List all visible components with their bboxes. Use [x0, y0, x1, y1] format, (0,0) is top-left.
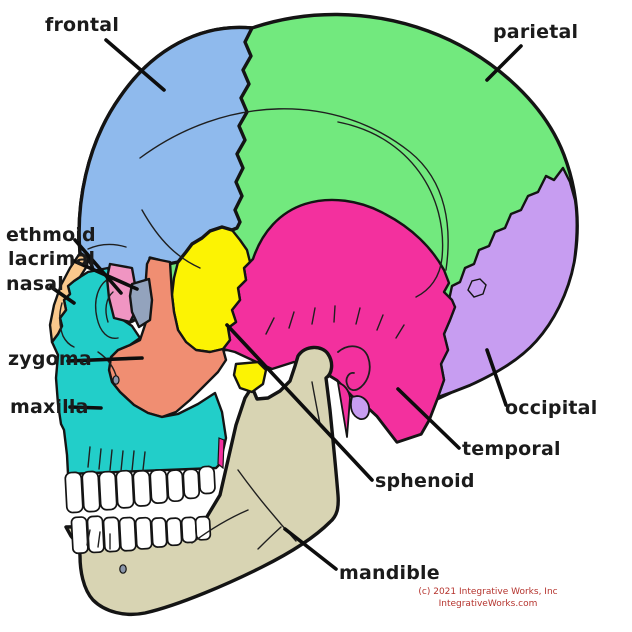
tooth	[102, 516, 121, 553]
leader-line-temporal	[396, 387, 461, 450]
superior-temporal-line	[139, 108, 449, 271]
tooth	[134, 516, 153, 550]
label-sphenoid: sphenoid	[375, 470, 475, 492]
leader-line-mandible	[283, 527, 338, 571]
temporal-sliver	[217, 437, 225, 470]
leader-line-frontal	[104, 38, 166, 92]
tooth	[81, 470, 101, 513]
label-occipital: occipital	[505, 397, 598, 419]
tooth	[64, 471, 84, 514]
tooth	[115, 469, 135, 509]
tooth	[198, 465, 216, 495]
infraorbital-foramen	[112, 375, 120, 385]
tooth	[149, 469, 169, 504]
tooth	[166, 469, 185, 503]
tooth	[194, 515, 212, 541]
copyright-line-1: (c) 2021 Integrative Works, Inc	[418, 587, 557, 597]
label-zygoma: zygoma	[8, 348, 92, 370]
orbit-outline	[94, 277, 119, 339]
tooth	[150, 517, 168, 548]
temporal-bone	[221, 198, 457, 444]
mental-foramen	[119, 564, 127, 574]
brow-curve	[87, 243, 127, 250]
leader-line-parietal	[485, 44, 523, 82]
label-maxilla: maxilla	[10, 396, 89, 418]
frontal-crest-line	[141, 209, 201, 269]
tooth	[132, 469, 152, 507]
occipital-tympanic-patch	[349, 395, 371, 420]
leader-line-zygoma	[66, 356, 144, 363]
label-ethmoid: ethmoid	[6, 224, 96, 246]
ear-canal-curve	[337, 345, 371, 391]
tooth	[98, 470, 118, 511]
leader-lines	[49, 38, 523, 571]
label-parietal: parietal	[493, 21, 579, 43]
leader-line-ethmoid	[73, 238, 123, 295]
temporal-styloid-process	[337, 382, 351, 438]
leader-line-sphenoid	[225, 323, 374, 482]
tooth	[70, 516, 89, 555]
chin-striations	[86, 529, 111, 550]
upper-teeth	[64, 465, 216, 514]
label-lacrimal: lacrimal	[8, 248, 96, 270]
label-mandible: mandible	[339, 562, 440, 584]
occipital-bone	[436, 166, 578, 399]
label-nasal: nasal	[6, 273, 64, 295]
tooth	[118, 516, 137, 552]
label-frontal: frontal	[45, 14, 120, 36]
tooth	[165, 517, 183, 547]
tooth	[182, 468, 201, 500]
sphenoid-pterygoid-piece	[232, 360, 268, 394]
maxilla-striations	[87, 446, 146, 472]
copyright-line-2: IntegrativeWorks.com	[439, 599, 538, 609]
tooth	[180, 516, 198, 544]
leader-line-nasal	[49, 285, 76, 305]
inferior-temporal-line	[337, 121, 444, 298]
leader-line-occipital	[485, 348, 508, 407]
temporal-fan-lines	[265, 305, 405, 339]
label-temporal: temporal	[462, 438, 561, 460]
anatomy-detail-lines	[59, 108, 449, 550]
nasal-aperture-curve	[59, 302, 75, 348]
condyle-neck-line	[311, 381, 321, 425]
orbit-inner-arc	[105, 291, 114, 323]
tooth	[86, 515, 105, 554]
occipital-sutural-bone	[467, 278, 487, 298]
leader-line-lacrimal	[72, 259, 139, 291]
leader-line-maxilla	[68, 405, 103, 410]
lacrimal-bone	[128, 277, 154, 329]
lower-teeth	[70, 515, 212, 555]
